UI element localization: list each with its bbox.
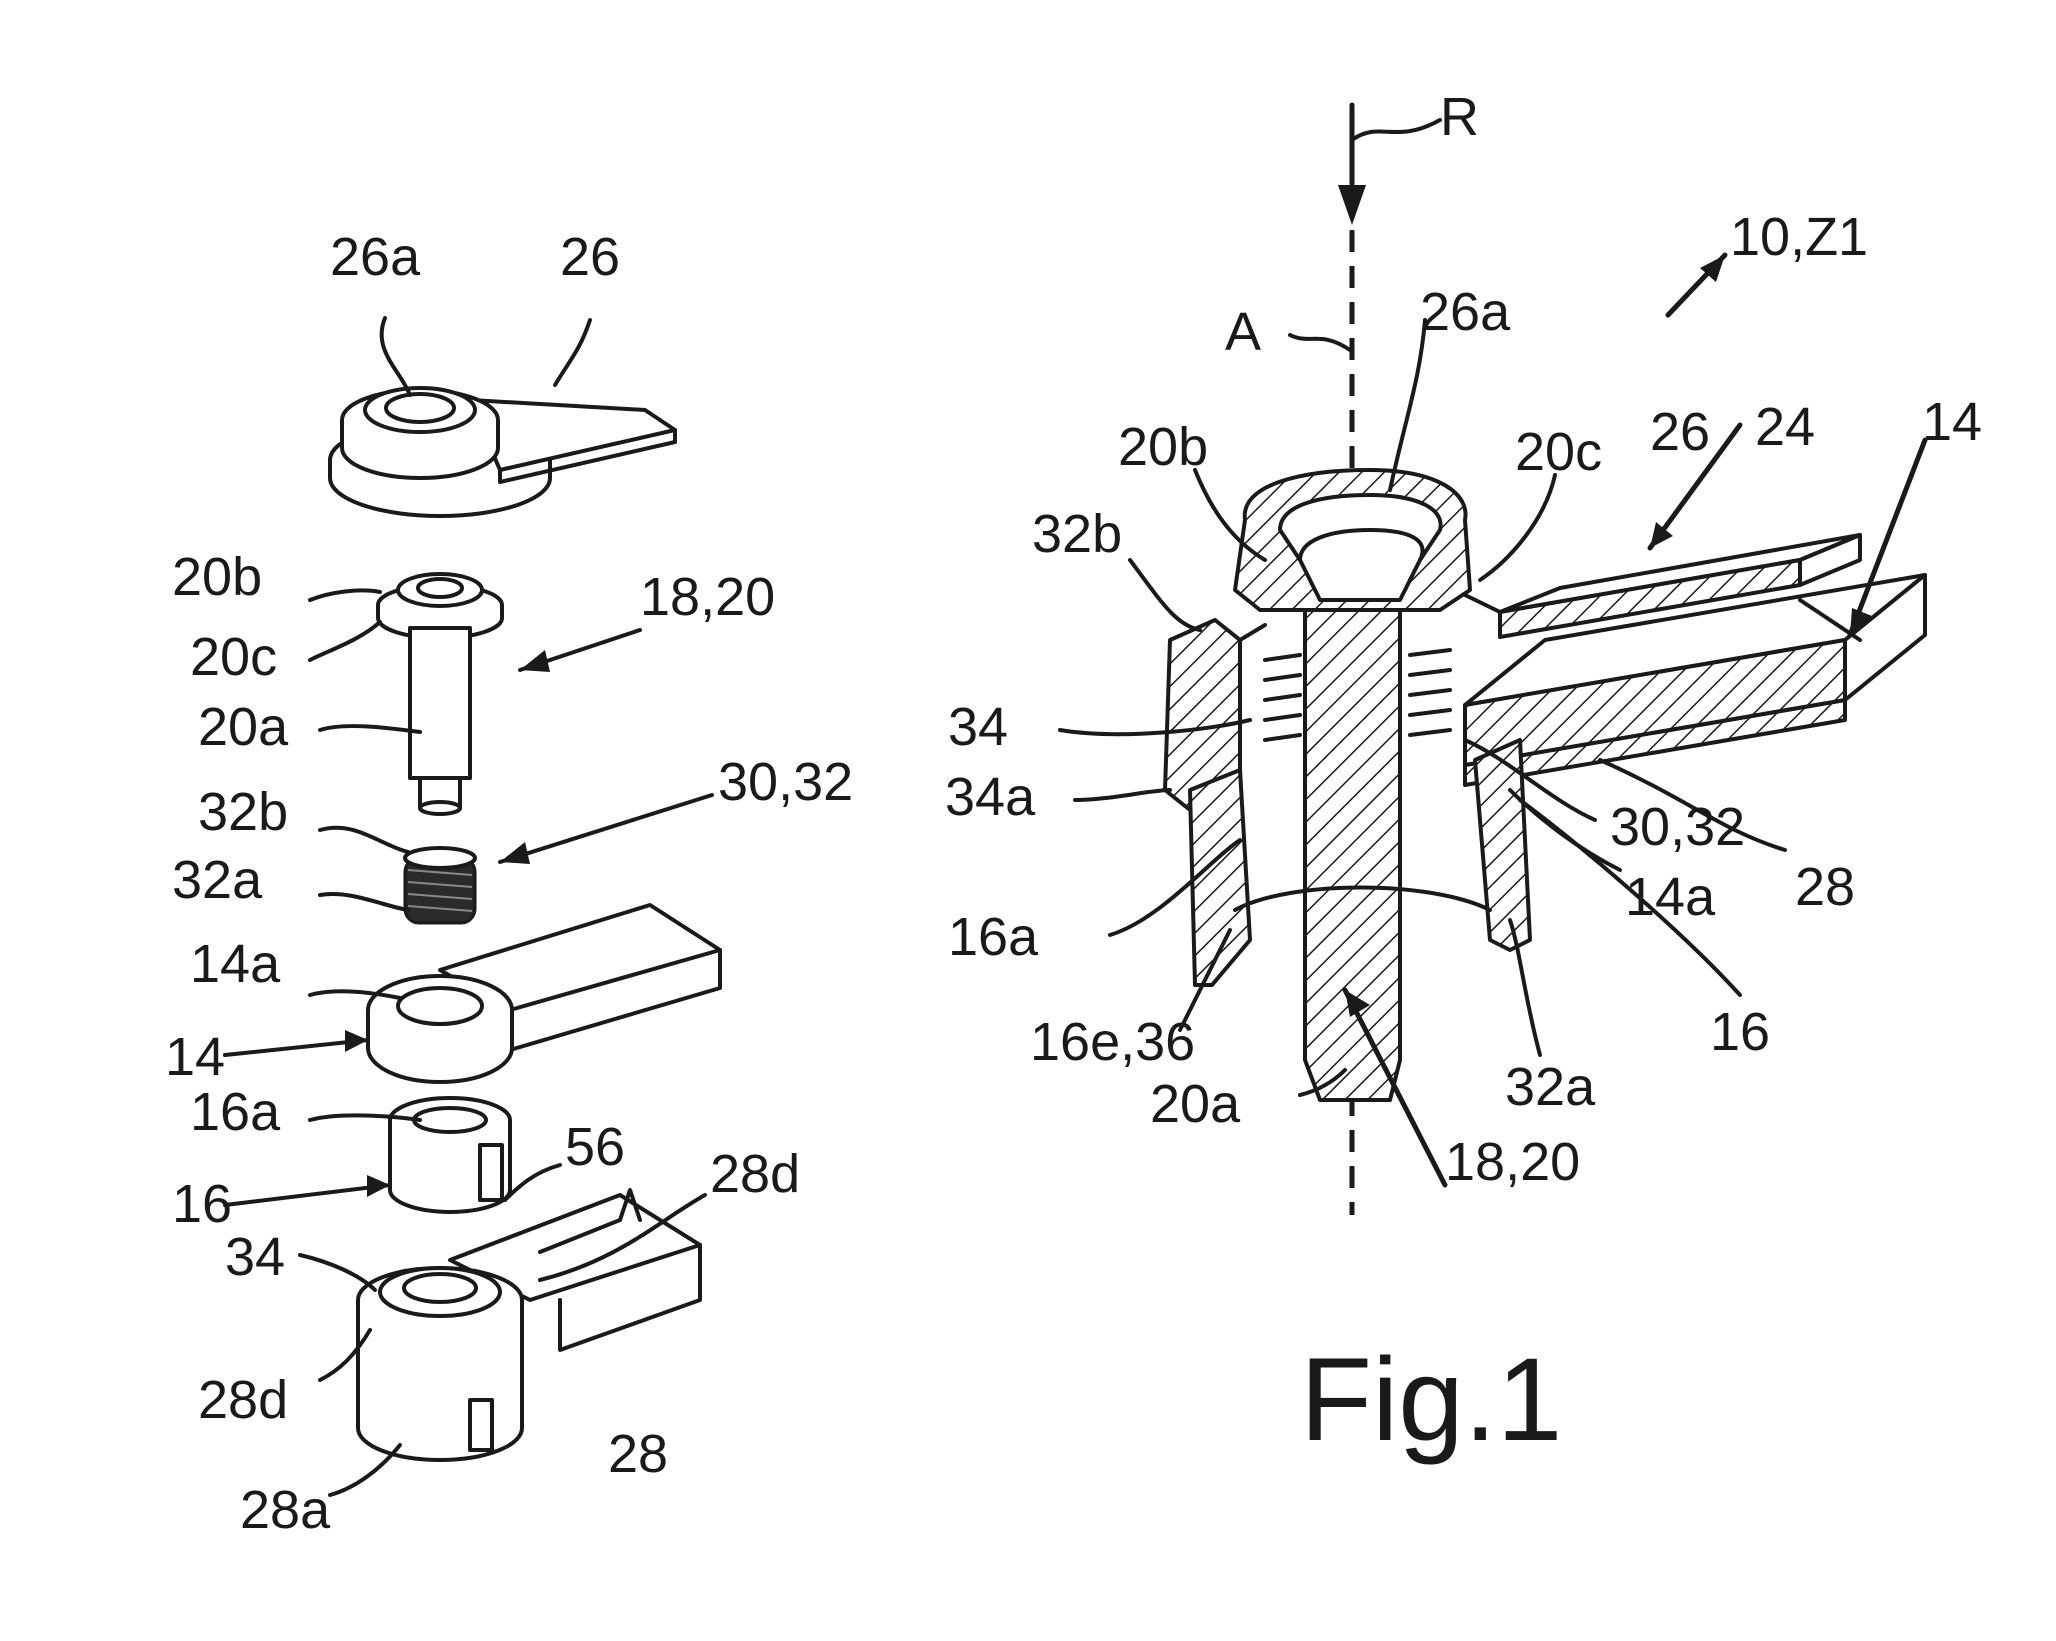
label-16e-36-section: 16e,36 (1030, 1012, 1195, 1072)
section-spring (1263, 648, 1452, 742)
arm-part (366, 903, 722, 1084)
label-26a-exploded: 26a (330, 227, 421, 287)
label-26-exploded: 26 (560, 227, 620, 287)
label-16-exploded: 16 (172, 1174, 232, 1234)
label-R: R (1440, 87, 1479, 147)
label-20b-exploded: 20b (172, 547, 262, 607)
label-24-section: 24 (1755, 397, 1815, 457)
label-20a-section: 20a (1150, 1074, 1241, 1134)
label-14a-exploded: 14a (190, 934, 281, 994)
label-18-20-section: 18,20 (1445, 1132, 1580, 1192)
sleeve-part (388, 1096, 512, 1214)
label-32b-section: 32b (1032, 504, 1122, 564)
label-30-32-exploded: 30,32 (718, 752, 853, 812)
base-part (356, 1188, 702, 1462)
spring-part (403, 846, 477, 925)
label-32a-exploded: 32a (172, 850, 263, 910)
label-A: A (1225, 302, 1261, 362)
label-34a-section: 34a (945, 767, 1036, 827)
label-34-section: 34 (948, 697, 1008, 757)
label-56-exploded: 56 (565, 1117, 625, 1177)
label-26-section: 26 (1650, 402, 1710, 462)
label-16a-section: 16a (948, 907, 1039, 967)
label-14-section: 14 (1922, 392, 1982, 452)
label-20c-section: 20c (1515, 422, 1602, 482)
label-28a-exploded: 28a (240, 1480, 331, 1540)
cap-part (328, 386, 677, 518)
label-26a-section: 26a (1420, 282, 1511, 342)
label-20c-exploded: 20c (190, 627, 277, 687)
direction-arrow-icon (1338, 185, 1366, 225)
label-28-section: 28 (1795, 857, 1855, 917)
label-14a-section: 14a (1625, 867, 1716, 927)
label-10-Z1: 10,Z1 (1730, 207, 1868, 267)
label-28-exploded: 28 (608, 1424, 668, 1484)
label-28d-right-exploded: 28d (710, 1144, 800, 1204)
label-18-20-exploded: 18,20 (640, 567, 775, 627)
screw-part (376, 572, 504, 816)
label-20a-exploded: 20a (198, 697, 289, 757)
label-28d-left-exploded: 28d (198, 1370, 288, 1430)
exploded-view (223, 316, 722, 1497)
label-16-section: 16 (1710, 1002, 1770, 1062)
label-30-32-section: 30,32 (1610, 797, 1745, 857)
figure-title: Fig.1 (1300, 1334, 1562, 1466)
label-16a-exploded: 16a (190, 1082, 281, 1142)
label-32b-exploded: 32b (198, 782, 288, 842)
label-14-exploded: 14 (165, 1027, 225, 1087)
section-view (1058, 102, 1928, 1215)
label-34-exploded: 34 (225, 1227, 285, 1287)
label-32a-section: 32a (1505, 1057, 1596, 1117)
label-20b-section: 20b (1118, 417, 1208, 477)
